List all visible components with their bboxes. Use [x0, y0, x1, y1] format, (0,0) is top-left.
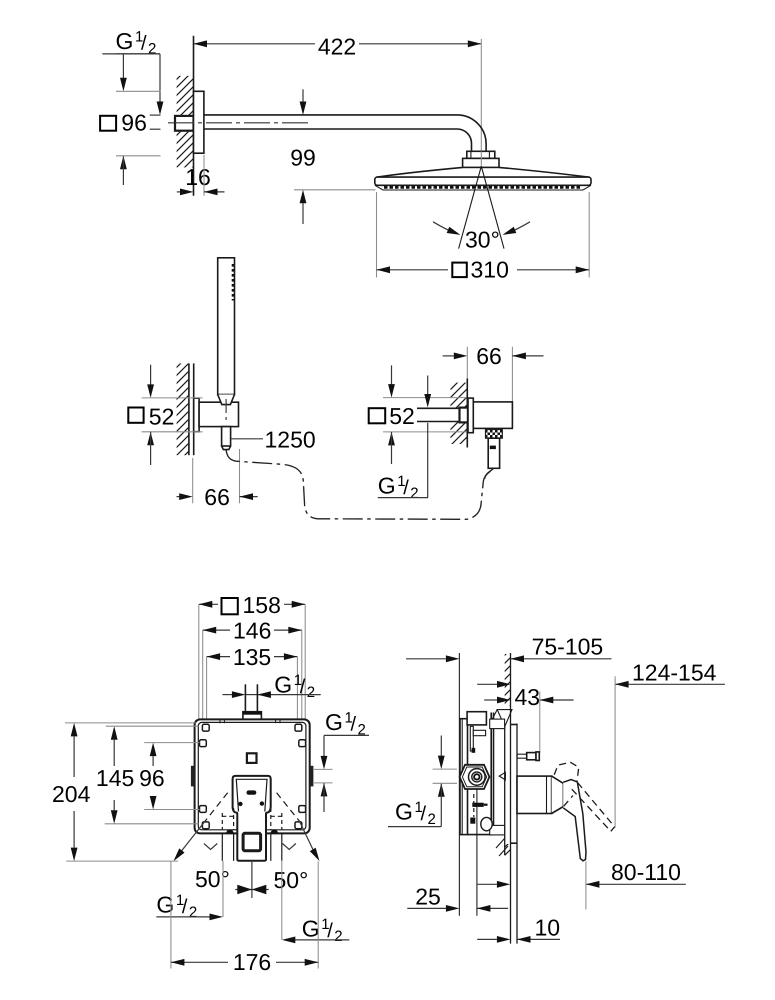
svg-text:146: 146 [233, 617, 271, 643]
svg-text:80-110: 80-110 [611, 859, 681, 885]
svg-text:96: 96 [121, 110, 147, 136]
svg-text:52: 52 [389, 403, 415, 429]
svg-text:422: 422 [318, 34, 356, 60]
svg-text:99: 99 [290, 144, 316, 170]
svg-text:75-105: 75-105 [532, 634, 604, 660]
svg-text:52: 52 [149, 404, 175, 430]
svg-text:43: 43 [515, 684, 541, 710]
svg-text:135: 135 [233, 644, 271, 670]
svg-text:30°: 30° [465, 226, 500, 252]
svg-text:25: 25 [415, 883, 441, 909]
svg-text:176: 176 [233, 949, 271, 975]
svg-text:1250: 1250 [265, 426, 316, 452]
svg-text:310: 310 [471, 256, 509, 282]
svg-text:16: 16 [185, 164, 211, 190]
svg-text:66: 66 [476, 343, 502, 369]
svg-text:145: 145 [96, 765, 134, 791]
svg-text:96: 96 [139, 765, 165, 791]
svg-text:50°: 50° [195, 866, 230, 892]
svg-text:158: 158 [243, 592, 281, 618]
svg-text:10: 10 [535, 914, 561, 940]
svg-text:204: 204 [52, 781, 91, 807]
svg-text:124-154: 124-154 [632, 660, 717, 686]
svg-text:66: 66 [204, 484, 230, 510]
svg-text:50°: 50° [274, 867, 309, 893]
